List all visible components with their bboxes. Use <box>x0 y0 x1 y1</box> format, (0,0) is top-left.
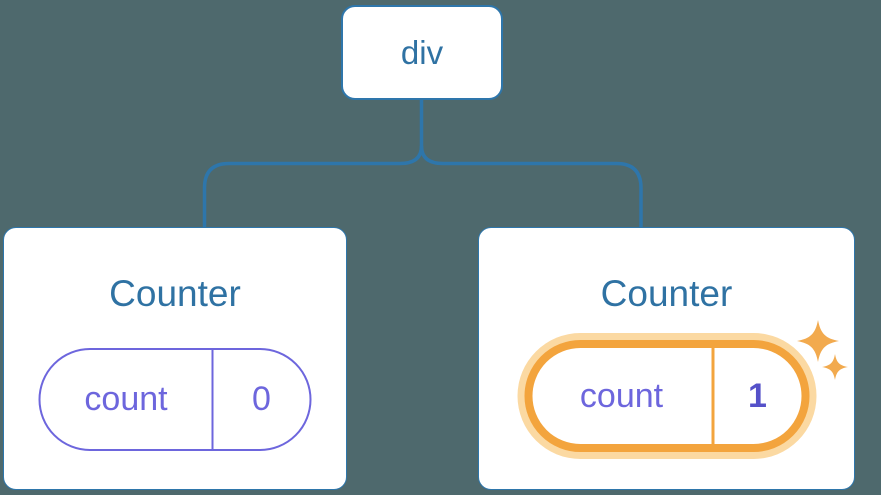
connector-left-branch <box>202 99 424 228</box>
tree-node-div: div <box>341 5 503 100</box>
connector-right-branch <box>419 145 643 228</box>
sparkle-large <box>797 320 839 362</box>
component-name-right: Counter <box>600 273 733 314</box>
root-node-label: div <box>400 33 444 71</box>
state-value-left: 0 <box>211 350 310 449</box>
tree-node-counter-right: Counter count 1 <box>478 227 855 490</box>
state-name-right: count <box>579 376 664 415</box>
sparkle-small <box>822 354 848 380</box>
component-name-left: Counter <box>109 273 241 314</box>
state-pill-left: count 0 <box>38 348 312 451</box>
state-pill-right-highlighted: count 1 <box>524 340 809 452</box>
tree-node-counter-left: Counter count 0 <box>3 227 347 490</box>
state-name-left: count <box>84 380 168 418</box>
sparkle-icon <box>797 320 848 380</box>
state-value-right: 1 <box>711 348 801 444</box>
